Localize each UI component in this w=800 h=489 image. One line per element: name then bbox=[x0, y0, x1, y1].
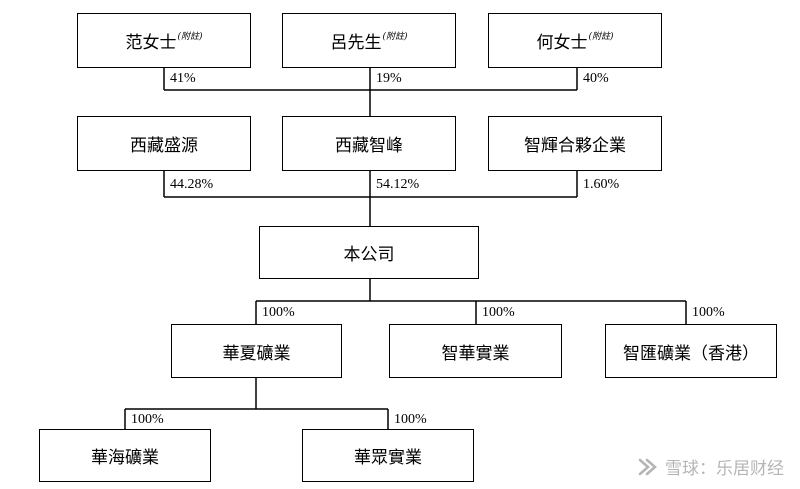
pct-huaxia: 100% bbox=[262, 305, 295, 320]
pct-fan: 41% bbox=[170, 71, 196, 86]
pct-zhihui-hk: 100% bbox=[692, 305, 725, 320]
shareholder-name: 呂先生 bbox=[330, 33, 382, 53]
holdco-name: 西藏智峰 bbox=[335, 136, 403, 156]
note-marker: (附註) bbox=[177, 32, 203, 42]
holdco-xizang-zhifeng-box: 西藏智峰 bbox=[282, 116, 456, 171]
shareholder-name: 何女士 bbox=[536, 33, 588, 53]
pct-huahai: 100% bbox=[131, 412, 164, 427]
watermark-text: 雪球：乐居财经 bbox=[665, 459, 784, 479]
subsidiary-huaxia-box: 華夏礦業 bbox=[171, 324, 342, 378]
pct-lu: 19% bbox=[376, 71, 402, 86]
grandchild-huahai-box: 華海礦業 bbox=[39, 429, 211, 482]
company-box: 本公司 bbox=[259, 226, 479, 279]
pct-huazhong: 100% bbox=[394, 412, 427, 427]
subsidiary-zhihua-box: 智華實業 bbox=[389, 324, 562, 378]
grandchild-name: 華海礦業 bbox=[91, 448, 159, 468]
grandchild-name: 華眾實業 bbox=[354, 448, 422, 468]
holdco-xizang-shengyuan-box: 西藏盛源 bbox=[77, 116, 251, 171]
company-name: 本公司 bbox=[343, 245, 395, 265]
note-marker: (附註) bbox=[588, 32, 614, 42]
pct-xizang-shengyuan: 44.28% bbox=[170, 177, 214, 192]
pct-zhihua: 100% bbox=[482, 305, 515, 320]
subsidiary-name: 華夏礦業 bbox=[222, 343, 291, 364]
holdco-name: 西藏盛源 bbox=[130, 136, 198, 156]
subsidiary-zhihui-hk-box: 智匯礦業（香港） bbox=[605, 324, 777, 378]
shareholder-he-box: 何女士(附註) bbox=[488, 13, 662, 68]
pct-xizang-zhifeng: 54.12% bbox=[376, 177, 420, 192]
shareholder-name: 范女士 bbox=[125, 33, 177, 53]
shareholder-fan-box: 范女士(附註) bbox=[77, 13, 251, 68]
note-marker: (附註) bbox=[382, 32, 408, 42]
subsidiary-name: 智匯礦業（香港） bbox=[623, 343, 759, 364]
shareholder-lu-box: 呂先生(附註) bbox=[282, 13, 456, 68]
subsidiary-name: 智華實業 bbox=[441, 343, 510, 364]
watermark: 雪球：乐居财经 bbox=[637, 454, 784, 479]
holdco-zhihui-box: 智輝合夥企業 bbox=[488, 116, 662, 171]
pct-zhihui: 1.60% bbox=[583, 177, 620, 192]
holdco-name: 智輝合夥企業 bbox=[524, 136, 626, 156]
snowball-logo-icon bbox=[638, 458, 657, 475]
pct-he: 40% bbox=[583, 71, 609, 86]
grandchild-huazhong-box: 華眾實業 bbox=[302, 429, 474, 482]
